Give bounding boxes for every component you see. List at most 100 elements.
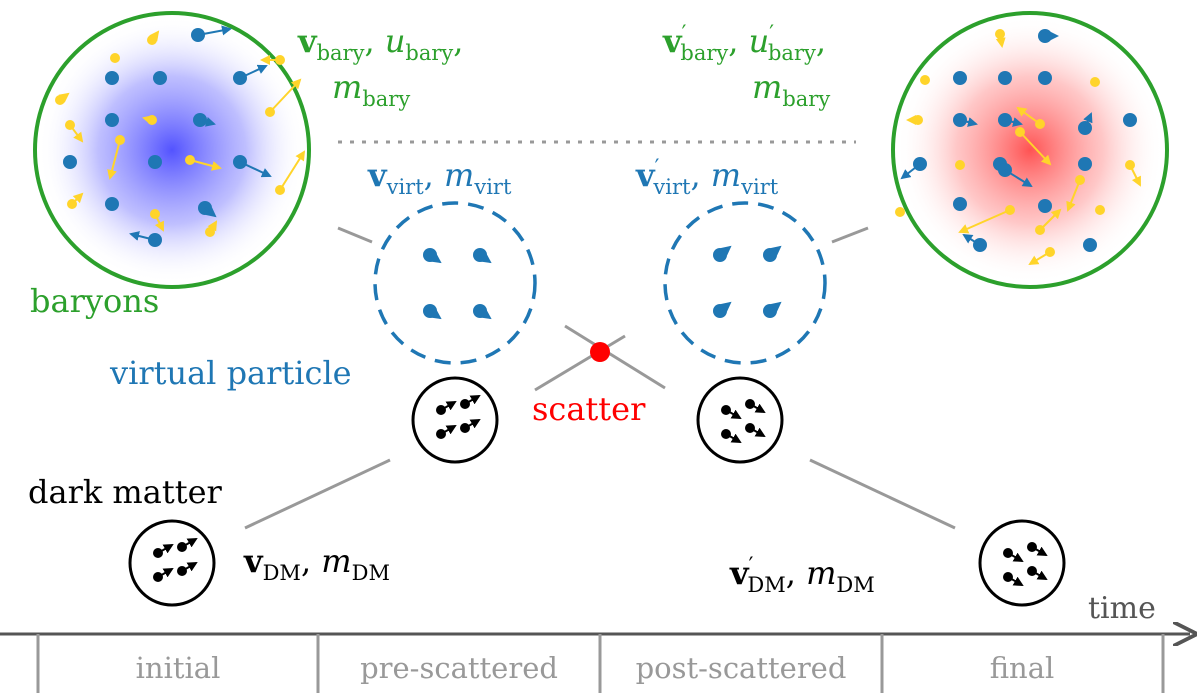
virtual-pre-outline bbox=[373, 201, 537, 365]
bary-initial-line1: vbary, ubary, bbox=[297, 22, 463, 65]
m-subscript: bary bbox=[782, 87, 830, 111]
velocity-arrow bbox=[1083, 112, 1093, 129]
m-symbol: m bbox=[444, 156, 474, 194]
velocity-arrow bbox=[207, 220, 218, 233]
dm-pre-outline bbox=[411, 376, 499, 464]
v-prime: ′ bbox=[749, 553, 754, 577]
velocity-arrow bbox=[440, 425, 457, 435]
velocity-arrow bbox=[239, 161, 272, 178]
velocity-arrow bbox=[279, 150, 306, 191]
v-symbol: v bbox=[243, 542, 264, 580]
dm-initial-to-pre-line bbox=[244, 458, 391, 530]
baryon-particle bbox=[63, 155, 77, 169]
velocity-arrow bbox=[1066, 179, 1081, 212]
v-subscript: DM bbox=[747, 573, 785, 597]
velocity-arrow bbox=[1016, 106, 1041, 125]
scatter-label: scatter bbox=[532, 390, 646, 428]
velocity-arrow bbox=[157, 544, 174, 554]
v-subscript: virt bbox=[652, 175, 691, 199]
u-prime: ′ bbox=[769, 21, 774, 45]
v-symbol: v bbox=[729, 554, 750, 592]
v-subscript: bary bbox=[680, 41, 728, 65]
velocity-arrow bbox=[149, 30, 160, 42]
virtual-particle-label: virtual particle bbox=[109, 354, 352, 392]
velocity-arrow bbox=[107, 139, 121, 180]
baryon-particle bbox=[953, 197, 967, 211]
dm-post-outline bbox=[696, 376, 784, 464]
velocity-arrow bbox=[1004, 169, 1033, 188]
u-subscript: bary bbox=[768, 41, 816, 65]
baryon-particle bbox=[105, 113, 119, 127]
initial-glow bbox=[38, 16, 306, 284]
velocity-arrow bbox=[1031, 570, 1048, 580]
baryon-cloud-initial bbox=[33, 11, 311, 289]
baryon-particle bbox=[1038, 71, 1052, 85]
v-subscript: bary bbox=[317, 41, 365, 65]
velocity-arrow bbox=[1028, 251, 1051, 266]
velocity-arrow bbox=[440, 401, 457, 411]
velocity-arrow bbox=[181, 538, 198, 548]
m-subscript: virt bbox=[740, 175, 779, 199]
baryon-particle bbox=[110, 53, 120, 63]
baryon-particle bbox=[1123, 113, 1137, 127]
baryon-particle bbox=[955, 160, 965, 170]
velocity-arrow bbox=[725, 433, 742, 443]
velocity-arrow bbox=[959, 117, 978, 127]
baryon-particle bbox=[148, 155, 162, 169]
trailing-comma: , bbox=[453, 22, 463, 60]
v-subscript: DM bbox=[263, 561, 301, 585]
baryon-final-to-virtual-line bbox=[831, 226, 869, 244]
velocity-arrow bbox=[995, 33, 1006, 48]
velocity-arrow bbox=[429, 309, 442, 320]
separator: , bbox=[424, 156, 444, 194]
baryon-particle bbox=[1083, 238, 1097, 252]
u-symbol: u bbox=[749, 22, 770, 60]
phase-initial: initial bbox=[136, 651, 221, 685]
baryon-particle bbox=[998, 71, 1012, 85]
m-symbol: m bbox=[332, 68, 362, 106]
baryon-particle bbox=[153, 71, 167, 85]
baryon-particle bbox=[895, 207, 905, 217]
velocity-arrow bbox=[197, 25, 232, 36]
velocity-arrow bbox=[181, 562, 198, 572]
dm-final-outline bbox=[978, 519, 1066, 607]
separator: , bbox=[728, 22, 748, 60]
baryon-initial-to-virtual-line bbox=[337, 226, 373, 244]
velocity-arrow bbox=[142, 115, 153, 125]
dark-matter-label: dark matter bbox=[28, 473, 223, 511]
velocity-arrow bbox=[769, 245, 782, 256]
dm-pre bbox=[411, 376, 499, 464]
final-baryon-outline bbox=[891, 11, 1169, 289]
velocity-arrow bbox=[1129, 164, 1141, 187]
v-symbol: v bbox=[635, 156, 656, 194]
velocity-arrow bbox=[157, 568, 174, 578]
m-symbol: m bbox=[752, 68, 782, 106]
baryon-particle bbox=[1078, 157, 1092, 171]
velocity-arrow bbox=[189, 159, 222, 171]
virt-post-label: v′virt, mvirt bbox=[635, 155, 779, 199]
virt-pre-label: vvirt, mvirt bbox=[367, 156, 512, 199]
velocity-arrow bbox=[958, 209, 1011, 234]
scatter-point bbox=[590, 342, 610, 362]
timeline: initial pre-scattered post-scattered fin… bbox=[0, 634, 1190, 693]
velocity-arrow bbox=[725, 409, 742, 419]
v-symbol: v bbox=[367, 156, 388, 194]
baryon-particle bbox=[1090, 77, 1100, 87]
u-symbol: u bbox=[385, 22, 406, 60]
velocity-arrow bbox=[1007, 576, 1024, 586]
baryon-particle bbox=[105, 71, 119, 85]
time-label: time bbox=[1088, 591, 1156, 626]
velocity-arrow bbox=[429, 253, 442, 264]
separator: , bbox=[364, 22, 384, 60]
connector-lines bbox=[244, 140, 956, 530]
velocity-arrow bbox=[1004, 117, 1023, 127]
u-subscript: bary bbox=[405, 41, 453, 65]
dm-post bbox=[696, 376, 784, 464]
velocity-arrow bbox=[69, 124, 84, 143]
m-subscript: DM bbox=[836, 573, 874, 597]
bary-final-line1: v′bary, u′bary, bbox=[662, 21, 826, 65]
v-prime: ′ bbox=[682, 21, 687, 45]
dm-initial-label: vDM, mDM bbox=[243, 542, 390, 585]
v-prime: ′ bbox=[655, 155, 660, 179]
